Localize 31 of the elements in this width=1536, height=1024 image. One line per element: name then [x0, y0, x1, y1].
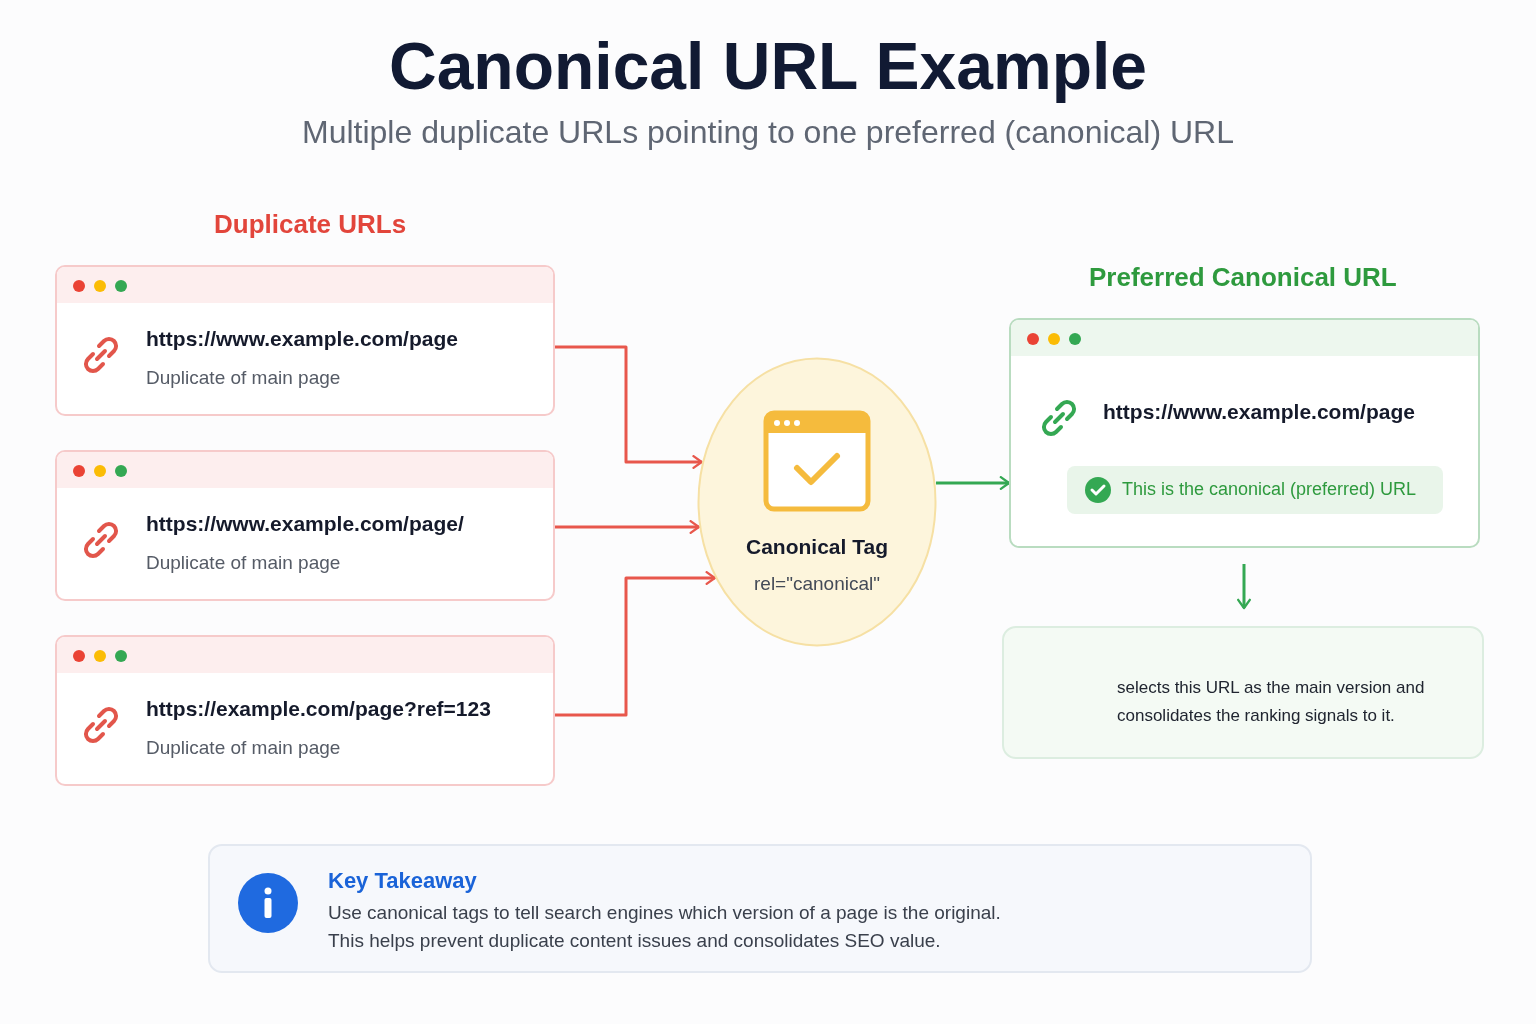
description-text: Duplicate of main page — [146, 552, 341, 574]
title: Canonical URL Example — [388, 28, 1148, 104]
tag-title: Canonical Tag — [745, 535, 889, 559]
subtitle: Multiple duplicate URLs pointing to one preferred (canonical) URL — [300, 114, 1235, 151]
tag-attribute: rel="canonical" — [753, 573, 881, 595]
arrow — [1237, 564, 1251, 610]
takeaway-heading: Key Takeaway — [328, 868, 477, 894]
tag-ellipse — [697, 357, 937, 647]
browser-card — [55, 635, 555, 786]
status-text: This is the canonical (preferred) URL — [1122, 479, 1417, 500]
arrow — [555, 571, 716, 717]
arrow — [555, 520, 700, 534]
takeaway-text: This helps prevent duplicate content issues and consolidates SEO value. — [328, 930, 941, 952]
status-badge — [1067, 466, 1443, 514]
url-text: https://www.example.com/page — [146, 327, 458, 351]
arrow — [935, 476, 1011, 490]
info-card — [1002, 626, 1484, 759]
browser-card — [1009, 318, 1480, 548]
takeaway-text: Use canonical tags to tell search engines which version of a page is the original. — [328, 902, 1001, 924]
url-text: https://www.example.com/page — [1103, 400, 1415, 424]
info-text: selects this URL as the main version and consolidates the ranking signals to it. — [1117, 677, 1426, 727]
browser-card — [55, 450, 555, 601]
arrow — [555, 345, 703, 469]
section-heading: Preferred Canonical URL — [1089, 262, 1397, 293]
url-text: https://www.example.com/page/ — [146, 512, 464, 536]
section-heading: Duplicate URLs — [214, 209, 407, 240]
url-text: https://example.com/page?ref=123 — [146, 697, 491, 721]
browser-card — [55, 265, 555, 416]
description-text: Duplicate of main page — [146, 367, 341, 389]
takeaway-card — [208, 844, 1312, 973]
description-text: Duplicate of main page — [146, 737, 341, 759]
